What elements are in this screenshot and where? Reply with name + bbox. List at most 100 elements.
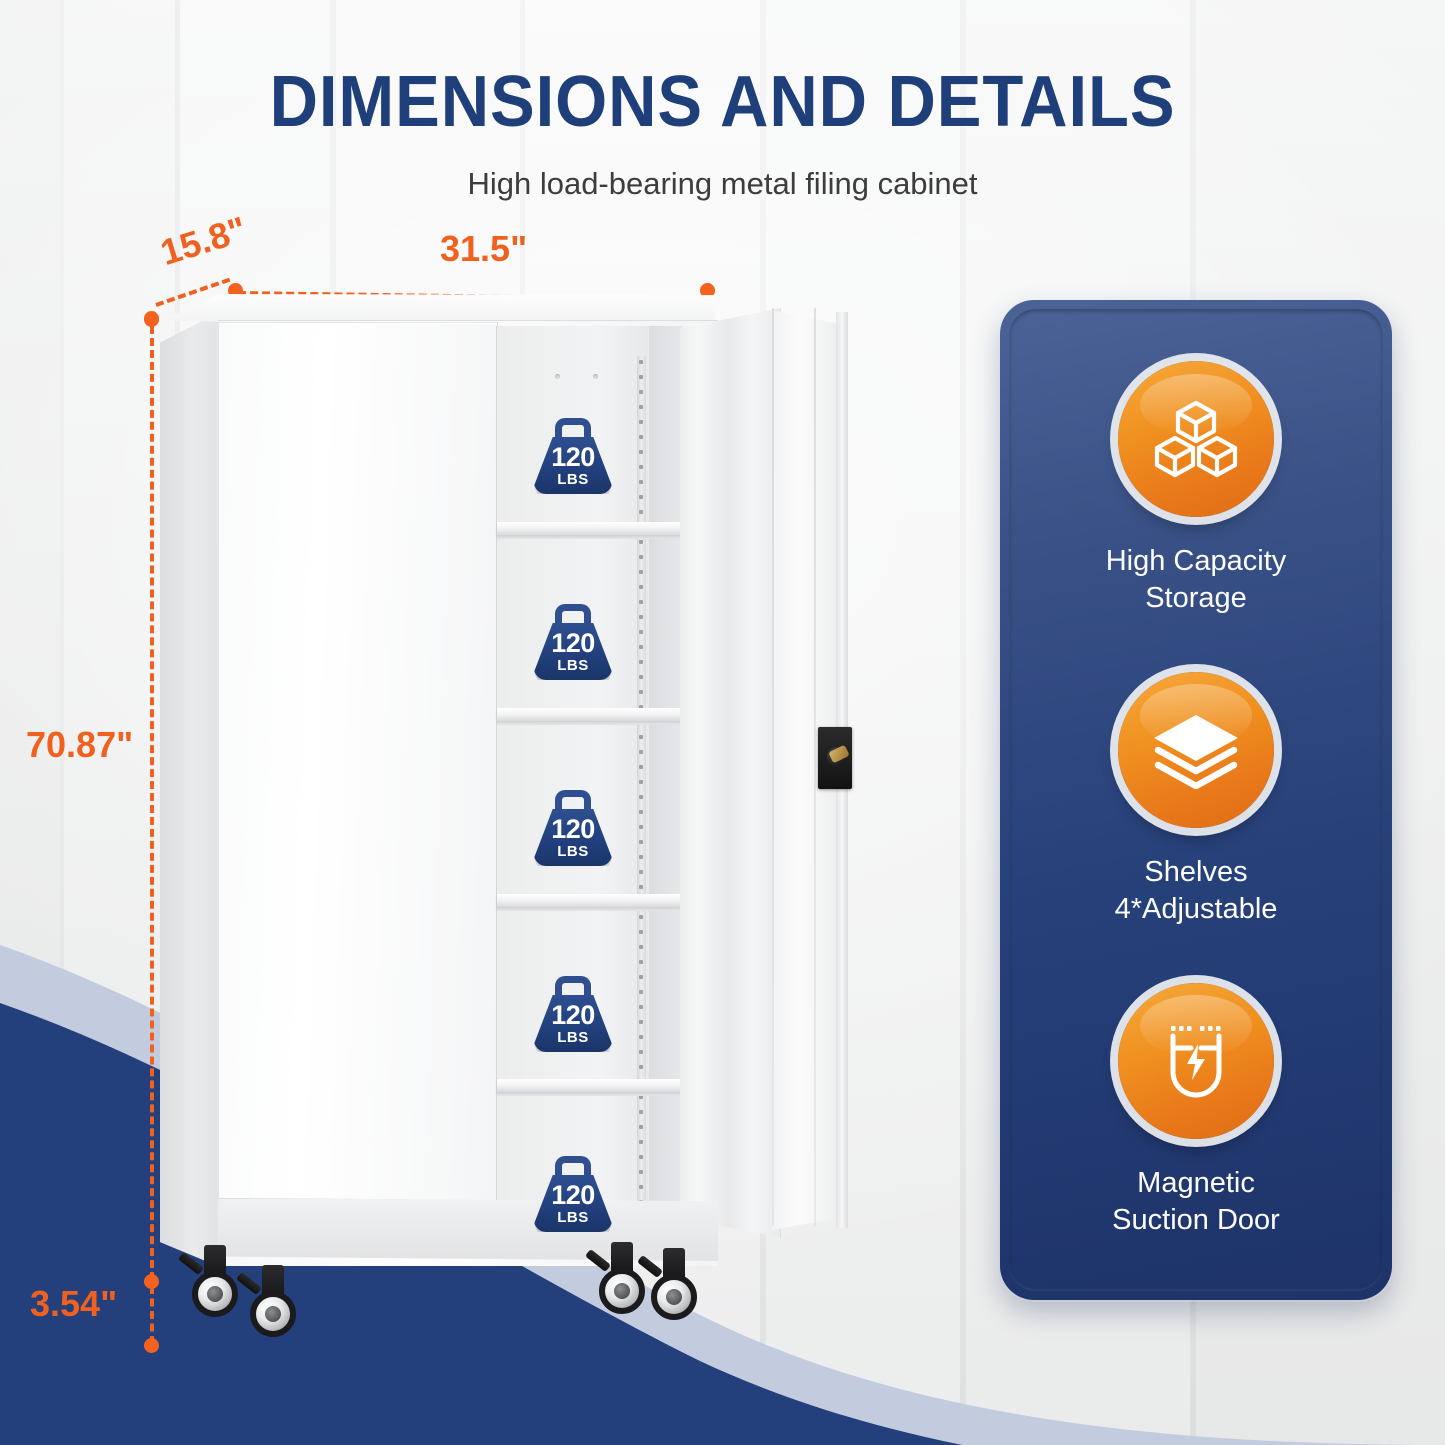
- feature-label-line1: Magnetic: [1137, 1166, 1255, 1199]
- feature-label-line1: Shelves: [1144, 855, 1248, 888]
- shelf-pin-strip: [637, 356, 646, 1236]
- shelf-pin-hole: [639, 930, 643, 934]
- shelf-pin-hole: [639, 630, 643, 634]
- shelf-pin-hole: [639, 795, 643, 799]
- weight-badge: 120 LBS: [534, 1156, 612, 1232]
- cabinet-illustration: 120 LBS 120 LBS 120 LBS 120 LBS 120 LBS: [160, 290, 950, 1337]
- shelf-pin-hole: [639, 1035, 643, 1039]
- cabinet-left-side-panel: [160, 312, 220, 1267]
- shelf-pin-hole: [639, 855, 643, 859]
- shelf-pin-hole: [639, 645, 643, 649]
- weight-unit: LBS: [557, 1209, 589, 1226]
- caster-wheel: [192, 1271, 238, 1317]
- shelf-pin-hole: [639, 1185, 643, 1189]
- shelf-3: [497, 894, 683, 911]
- shelf-pin-hole: [639, 570, 643, 574]
- shelf-pin-hole: [639, 420, 643, 424]
- shelf-pin-hole: [639, 1095, 643, 1099]
- shelf-pin-hole: [639, 990, 643, 994]
- weight-badge: 120 LBS: [534, 418, 612, 494]
- shelf-pin-hole: [639, 405, 643, 409]
- shelf-pin-hole: [639, 810, 643, 814]
- shelf-pin-hole: [639, 1125, 643, 1129]
- dimension-caster-label: 3.54": [30, 1283, 118, 1324]
- shelf-pin-hole: [639, 780, 643, 784]
- shelf-pin-hole: [639, 585, 643, 589]
- page-subtitle: High load-bearing metal filing cabinet: [467, 166, 978, 201]
- shelf-pin-hole: [639, 555, 643, 559]
- weight-handle-icon: [555, 604, 591, 628]
- width-dot-right: [700, 283, 715, 298]
- shelf-pin-hole: [639, 390, 643, 394]
- layers-icon: [1154, 714, 1238, 789]
- shelf-pin-hole: [639, 915, 643, 919]
- caster-dot-bottom: [144, 1338, 159, 1353]
- feature-adjustable-shelves: Shelves 4*Adjustable: [1018, 671, 1374, 928]
- cabinet-open-door-front[interactable]: [680, 308, 781, 1238]
- feature-label: Shelves 4*Adjustable: [1115, 854, 1278, 928]
- weight-handle-icon: [555, 418, 591, 442]
- caster-wheel: [651, 1274, 697, 1320]
- shelf-pin-hole: [639, 1140, 643, 1144]
- caster-dash-line: [150, 1286, 154, 1344]
- caster-front-left: [177, 1245, 246, 1323]
- shelf-pin-hole: [639, 675, 643, 679]
- shelf-pin-hole: [639, 765, 643, 769]
- feature-high-capacity-storage: High Capacity Storage: [1018, 361, 1374, 617]
- feature-badge: [1118, 982, 1274, 1139]
- weight-unit: LBS: [557, 1029, 589, 1046]
- cabinet-plinth: [218, 1198, 718, 1261]
- shelf-pin-hole: [639, 1050, 643, 1054]
- door-lock[interactable]: [818, 727, 852, 789]
- shelf-pin-hole: [639, 690, 643, 694]
- height-dot-top: [144, 312, 159, 327]
- caster-back-right: [636, 1248, 705, 1326]
- shelf-pin-hole: [639, 870, 643, 874]
- shelf-pin-hole: [639, 660, 643, 664]
- shelf-pin-hole: [639, 480, 643, 484]
- feature-label: Magnetic Suction Door: [1112, 1165, 1280, 1239]
- weight-handle-icon: [555, 1156, 591, 1180]
- weight-value: 120: [551, 1000, 595, 1030]
- shelf-pin-hole: [639, 1065, 643, 1069]
- dimension-height-label: 70.87": [26, 724, 134, 765]
- weight-badge: 120 LBS: [534, 976, 612, 1052]
- caster-hub: [614, 1283, 630, 1299]
- caster-back-left: [235, 1265, 304, 1343]
- magnet-icon: [1170, 1025, 1222, 1097]
- feature-label-line2: Suction Door: [1112, 1203, 1280, 1236]
- caster-hub: [265, 1306, 281, 1322]
- navy-swoosh-decoration: [0, 945, 1445, 1445]
- shelf-4: [497, 1079, 683, 1096]
- caster-hub: [207, 1286, 223, 1302]
- cabinet-closed-door[interactable]: [218, 322, 498, 1236]
- caster-dot-top: [144, 1274, 159, 1289]
- header: DIMENSIONS AND DETAILS High load-bearing…: [0, 66, 1445, 202]
- shelf-pin-hole: [639, 975, 643, 979]
- shelf-pin-hole: [639, 1110, 643, 1114]
- feature-badge: [1118, 671, 1274, 828]
- shelf-2: [497, 708, 683, 725]
- feature-magnetic-suction-door: Magnetic Suction Door: [1018, 982, 1374, 1239]
- weight-badge: 120 LBS: [534, 790, 612, 866]
- shelf-1: [497, 522, 683, 539]
- weight-handle-icon: [555, 790, 591, 814]
- shelf-pin-hole: [639, 375, 643, 379]
- feature-label-line2: 4*Adjustable: [1114, 892, 1278, 925]
- weight-value: 120: [551, 814, 595, 844]
- door-fold-line: [772, 308, 774, 1226]
- shelf-mount-hole: [593, 374, 598, 379]
- shelf-pin-hole: [639, 885, 643, 889]
- stacked-cubes-icon: [1154, 401, 1238, 478]
- shelf-pin-hole: [639, 840, 643, 844]
- feature-badge: [1118, 361, 1274, 518]
- shelf-pin-hole: [639, 705, 643, 709]
- shelf-pin-hole: [639, 735, 643, 739]
- shelf-pin-hole: [639, 510, 643, 514]
- weight-badge: 120 LBS: [534, 604, 612, 680]
- shelf-pin-hole: [639, 360, 643, 364]
- caster-brake-lever[interactable]: [177, 1251, 205, 1276]
- shelf-pin-hole: [639, 600, 643, 604]
- caster-front-right: [584, 1242, 653, 1320]
